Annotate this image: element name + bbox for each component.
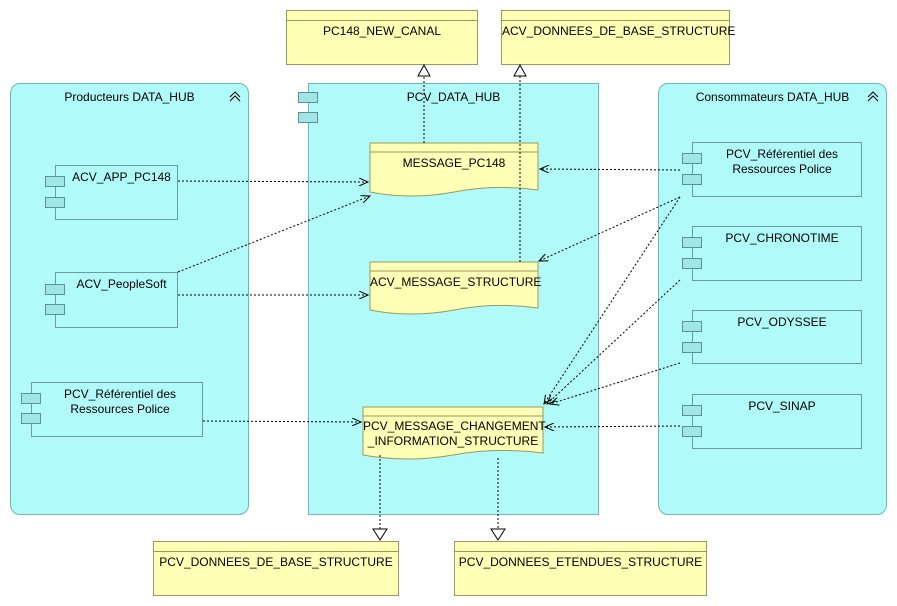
component-icon xyxy=(682,237,702,248)
pcv-referentiel-line2: Ressources Police xyxy=(70,402,170,416)
component-pcv-chronotime[interactable]: PCV_CHRONOTIME xyxy=(682,226,862,281)
component-icon xyxy=(682,153,702,164)
group-consommateurs-title: Consommateurs DATA_HUB xyxy=(695,90,850,104)
message-pc148[interactable] xyxy=(369,142,539,197)
component-pcv-referentiel-consumer[interactable]: PCV_Référentiel des Ressources Police xyxy=(682,142,862,197)
component-pcv-chronotime-label: PCV_CHRONOTIME xyxy=(725,231,839,245)
component-pcv-odyssee-label: PCV_ODYSSEE xyxy=(737,315,827,329)
artifact-pc148-new-canal[interactable]: PC148_NEW_CANAL xyxy=(286,10,478,65)
pcv-message-line2: _INFORMATION_STRUCTURE xyxy=(367,434,539,448)
artifact-pcv-donnees-etendues-structure-label: PCV_DONNEES_ETENDUES_STRUCTURE xyxy=(458,555,703,569)
component-pcv-sinap[interactable]: PCV_SINAP xyxy=(682,394,862,449)
pcv-message-line1: PCV_MESSAGE_CHANGEMENT xyxy=(363,419,546,433)
message-pc148-label: MESSAGE_PC148 xyxy=(402,156,506,170)
group-pcv-data-hub-title: PCV_DATA_HUB xyxy=(406,90,501,104)
component-acv-peoplesoft[interactable]: ACV_PeopleSoft xyxy=(45,272,178,328)
component-acv-peoplesoft-label: ACV_PeopleSoft xyxy=(76,277,167,291)
pcv-referentiel-line1: PCV_Référentiel des xyxy=(63,387,177,401)
artifact-acv-donnees-de-base-structure-label: ACV_DONNEES_DE_BASE_STRUCTURE xyxy=(502,24,736,38)
arrowhead-icon xyxy=(372,63,527,541)
component-pcv-referentiel-producer[interactable]: PCV_Référentiel des Ressources Police xyxy=(21,382,203,437)
artifact-pcv-donnees-etendues-structure[interactable]: PCV_DONNEES_ETENDUES_STRUCTURE xyxy=(454,541,707,596)
pcv-message-changement[interactable] xyxy=(362,406,544,460)
artifact-pcv-donnees-de-base-structure-label: PCV_DONNEES_DE_BASE_STRUCTURE xyxy=(159,555,393,569)
pcv-referentiel-consumer-line2: Ressources Police xyxy=(732,162,832,176)
component-acv-app-pc148-label: ACV_APP_PC148 xyxy=(72,170,171,184)
artifact-pcv-donnees-de-base-structure[interactable]: PCV_DONNEES_DE_BASE_STRUCTURE xyxy=(153,541,399,596)
collapse-chevron-icon[interactable] xyxy=(866,89,880,103)
group-producteurs-title: Producteurs DATA_HUB xyxy=(64,90,195,104)
component-icon xyxy=(682,405,702,416)
collapse-chevron-icon[interactable] xyxy=(228,89,242,103)
component-pcv-odyssee[interactable]: PCV_ODYSSEE xyxy=(682,310,862,364)
acv-message-structure[interactable] xyxy=(369,261,539,315)
artifact-acv-donnees-de-base-structure[interactable]: ACV_DONNEES_DE_BASE_STRUCTURE xyxy=(501,10,736,65)
pcv-referentiel-consumer-line1: PCV_Référentiel des xyxy=(725,147,839,161)
component-icon xyxy=(21,393,41,404)
component-icon xyxy=(45,176,65,187)
artifact-pc148-new-canal-label: PC148_NEW_CANAL xyxy=(322,24,442,38)
acv-message-structure-label: ACV_MESSAGE_STRUCTURE xyxy=(370,275,542,289)
component-acv-app-pc148[interactable]: ACV_APP_PC148 xyxy=(45,165,178,220)
component-pcv-sinap-label: PCV_SINAP xyxy=(748,399,816,413)
component-icon xyxy=(682,321,702,332)
component-icon xyxy=(45,284,65,295)
